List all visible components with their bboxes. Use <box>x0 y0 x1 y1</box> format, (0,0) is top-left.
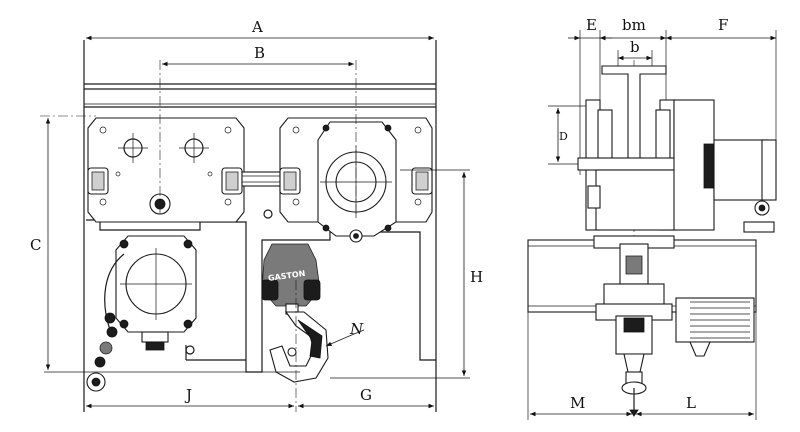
dim-label-b: b <box>630 38 640 56</box>
dim-label-bm: bm <box>622 16 646 34</box>
dim-label-N: N <box>349 320 364 338</box>
side-view: E bm b F D M L <box>527 16 777 420</box>
connecting-bar <box>241 171 283 187</box>
dim-label-C: C <box>30 236 41 254</box>
left-motor <box>86 235 197 392</box>
hook <box>269 311 329 383</box>
dim-label-G: G <box>360 386 372 404</box>
travel-motor <box>673 99 777 233</box>
dim-label-D: D <box>559 130 568 143</box>
right-gearbox <box>317 121 397 243</box>
dim-label-J: J <box>184 386 192 404</box>
dim-label-M: M <box>570 394 585 412</box>
dim-label-L: L <box>686 394 696 412</box>
hook-block-side <box>615 315 653 417</box>
rail-beam <box>83 40 437 412</box>
hoist-block: GASTON <box>261 243 321 315</box>
hoist-motor <box>675 297 755 357</box>
dim-label-H: H <box>470 268 483 286</box>
dim-label-F: F <box>718 16 728 34</box>
dim-label-A: A <box>251 18 263 36</box>
dim-label-B: B <box>254 44 265 62</box>
front-view: GASTON A B C H J G <box>30 18 483 412</box>
left-trolley-plate <box>87 117 245 223</box>
dim-label-E: E <box>586 16 597 34</box>
